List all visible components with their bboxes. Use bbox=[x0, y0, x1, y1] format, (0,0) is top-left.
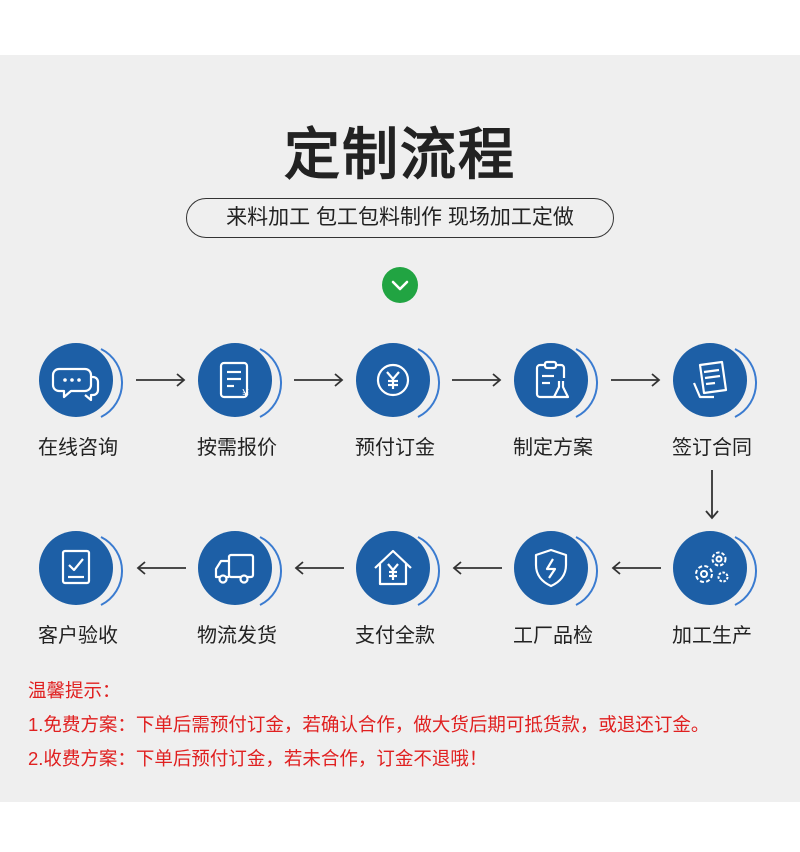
contract-signing-icon bbox=[673, 343, 747, 417]
step-shipping: 物流发货 bbox=[167, 531, 307, 661]
arrow-left-icon bbox=[452, 561, 502, 575]
chat-bubbles-icon bbox=[39, 343, 113, 417]
step-label: 签订合同 bbox=[672, 437, 752, 459]
chevron-down-icon bbox=[382, 267, 418, 303]
step-deposit: 预付订金 bbox=[325, 343, 465, 473]
step-production: 加工生产 bbox=[642, 531, 782, 661]
gears-icon bbox=[673, 531, 747, 605]
shield-lightning-icon bbox=[514, 531, 588, 605]
arrow-left-icon bbox=[611, 561, 661, 575]
house-yuan-icon bbox=[356, 531, 430, 605]
quote-document-icon: ¥ bbox=[198, 343, 272, 417]
arrow-left-icon bbox=[136, 561, 186, 575]
step-label: 加工生产 bbox=[672, 625, 752, 647]
arrow-right-icon bbox=[452, 373, 502, 387]
step-plan: 制定方案 bbox=[483, 343, 623, 473]
tips-line-2: 2.收费方案：下单后预付订金，若未合作，订金不退哦！ bbox=[28, 748, 488, 769]
step-consult: 在线咨询 bbox=[8, 343, 148, 473]
arrow-right-icon bbox=[611, 373, 661, 387]
step-label: 支付全款 bbox=[355, 625, 435, 647]
step-label: 按需报价 bbox=[197, 437, 277, 459]
step-label: 客户验收 bbox=[38, 625, 118, 647]
arrow-left-icon bbox=[294, 561, 344, 575]
step-label: 预付订金 bbox=[355, 437, 435, 459]
arrow-down-icon bbox=[705, 470, 719, 520]
clipboard-plan-icon bbox=[514, 343, 588, 417]
tips-line-1: 1.免费方案：下单后需预付订金，若确认合作，做大货后期可抵货款，或退还订金。 bbox=[28, 714, 710, 735]
step-full-payment: 支付全款 bbox=[325, 531, 465, 661]
step-label: 物流发货 bbox=[197, 625, 277, 647]
subtitle-pill: 来料加工 包工包料制作 现场加工定做 bbox=[186, 198, 614, 238]
arrow-right-icon bbox=[136, 373, 186, 387]
tips-section: 温馨提示： 1.免费方案：下单后需预付订金，若确认合作，做大货后期可抵货款，或退… bbox=[28, 676, 788, 778]
delivery-truck-icon bbox=[198, 531, 272, 605]
step-quote: ¥ 按需报价 bbox=[167, 343, 307, 473]
step-label: 工厂品检 bbox=[513, 625, 593, 647]
tips-heading: 温馨提示： bbox=[28, 680, 121, 701]
step-acceptance: 客户验收 bbox=[8, 531, 148, 661]
page-title: 定制流程 bbox=[284, 123, 516, 186]
content-panel bbox=[0, 55, 800, 802]
step-label: 在线咨询 bbox=[38, 437, 118, 459]
yuan-coin-icon bbox=[356, 343, 430, 417]
step-inspection: 工厂品检 bbox=[483, 531, 623, 661]
checklist-icon bbox=[39, 531, 113, 605]
svg-text:¥: ¥ bbox=[242, 387, 249, 400]
arrow-right-icon bbox=[294, 373, 344, 387]
step-contract: 签订合同 bbox=[642, 343, 782, 473]
step-label: 制定方案 bbox=[513, 437, 593, 459]
